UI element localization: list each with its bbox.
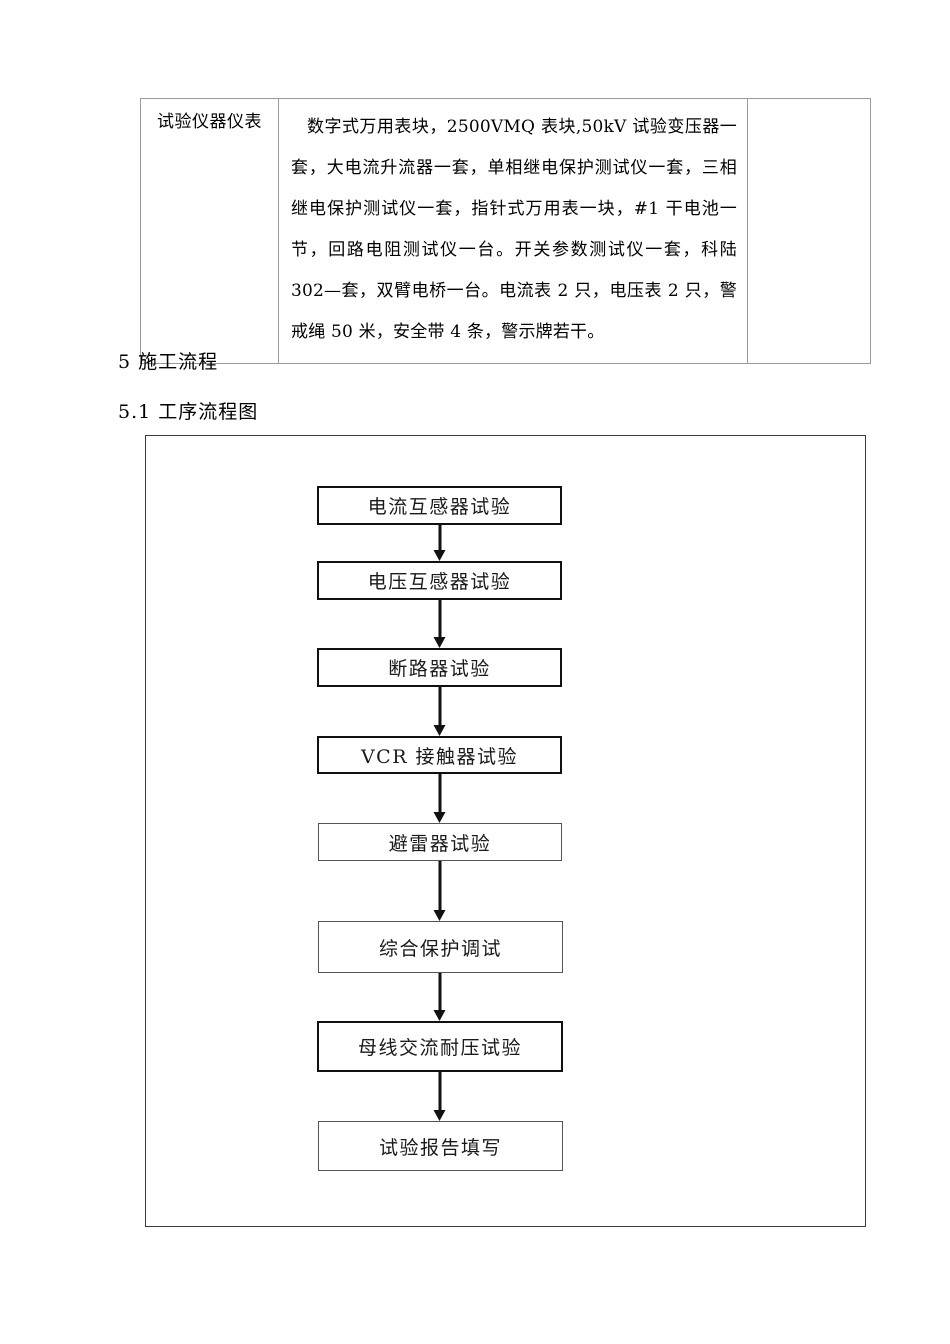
arrowhead-icon — [433, 1010, 446, 1021]
instrument-extra-text — [748, 99, 870, 117]
flow-node-label: VCR 接触器试验 — [360, 745, 519, 768]
flow-node-test-report-filling: 试验报告填写 — [318, 1121, 563, 1171]
flow-node-busbar-ac-withstand-voltage-test: 母线交流耐压试验 — [317, 1021, 563, 1072]
connector-shaft — [438, 687, 442, 726]
instrument-list-text: 数字式万用表块，2500VMQ 表块,50kV 试验变压器一套，大电流升流器一套… — [291, 117, 737, 342]
flow-node-arrester-test: 避雷器试验 — [318, 823, 562, 861]
arrowhead-icon — [433, 910, 446, 921]
heading-section-5: 5 施工流程 — [118, 351, 219, 373]
connector-shaft — [438, 774, 442, 813]
flow-node-current-transformer-test: 电流互感器试验 — [317, 486, 562, 525]
table-cell-body: 数字式万用表块，2500VMQ 表块,50kV 试验变压器一套，大电流升流器一套… — [278, 98, 748, 364]
heading-section-5-1: 5.1 工序流程图 — [118, 401, 259, 423]
arrowhead-icon — [433, 725, 446, 736]
instrument-label-text: 试验仪器仪表 — [157, 112, 262, 132]
flow-node-label: 电流互感器试验 — [367, 496, 512, 518]
arrowhead-icon — [433, 812, 446, 823]
arrowhead-icon — [433, 550, 446, 561]
flow-node-label: 断路器试验 — [388, 658, 491, 680]
table-cell-empty — [747, 98, 871, 364]
flow-node-integrated-protection-commissioning: 综合保护调试 — [318, 921, 563, 973]
flow-node-label: 试验报告填写 — [378, 1136, 502, 1159]
connector-shaft — [438, 525, 442, 551]
arrowhead-icon — [433, 1110, 446, 1121]
flow-node-label: 综合保护调试 — [378, 937, 502, 960]
flow-node-circuit-breaker-test: 断路器试验 — [317, 648, 562, 687]
table-row: 试验仪器仪表 数字式万用表块，2500VMQ 表块,50kV 试验变压器一套，大… — [140, 98, 871, 364]
connector-shaft — [438, 973, 442, 1011]
flow-node-vcr-contactor-test: VCR 接触器试验 — [317, 736, 562, 774]
connector-shaft — [438, 600, 442, 638]
flow-node-label: 避雷器试验 — [388, 832, 492, 855]
arrowhead-icon — [433, 637, 446, 648]
flow-node-voltage-transformer-test: 电压互感器试验 — [317, 561, 562, 600]
flow-node-label: 母线交流耐压试验 — [357, 1037, 522, 1059]
connector-shaft — [438, 861, 442, 911]
connector-shaft — [438, 1072, 442, 1111]
flow-node-label: 电压互感器试验 — [367, 571, 512, 593]
table-cell-label: 试验仪器仪表 — [140, 98, 279, 364]
instrument-table: 试验仪器仪表 数字式万用表块，2500VMQ 表块,50kV 试验变压器一套，大… — [140, 98, 871, 364]
flowchart-frame: 电流互感器试验 电压互感器试验 断路器试验 VCR 接触器试验 避雷器试验 综合… — [145, 435, 866, 1227]
